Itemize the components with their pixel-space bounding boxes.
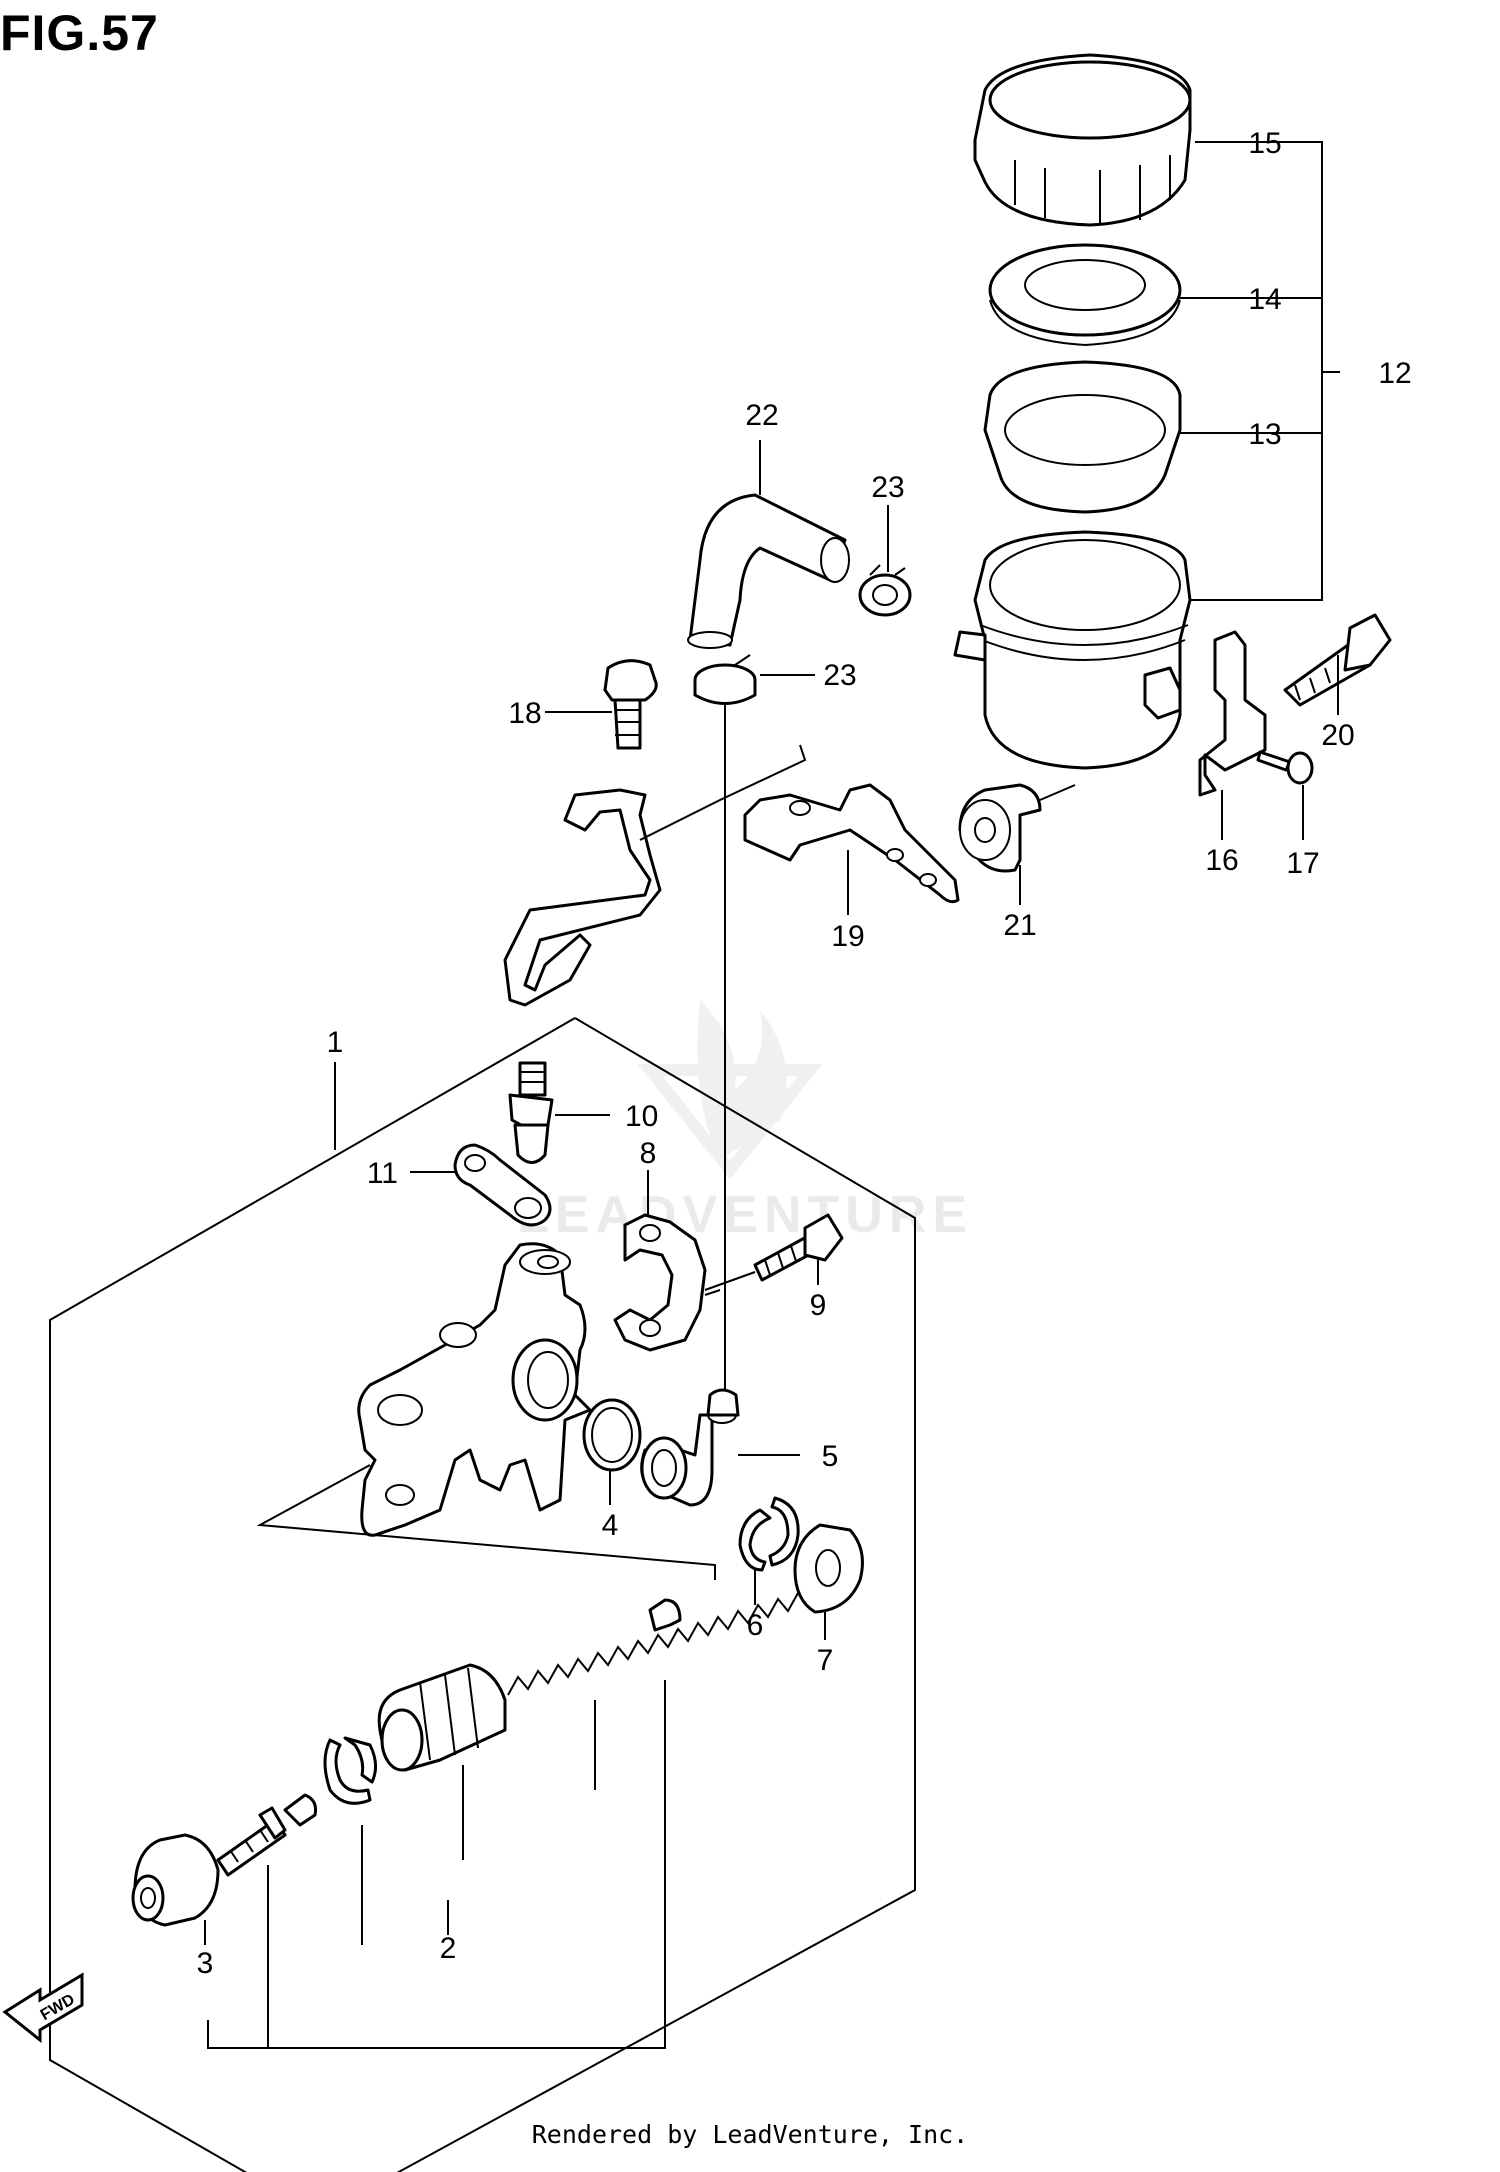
callout-23-lower: 23: [823, 659, 856, 692]
callout-7: 7: [817, 1644, 834, 1677]
callout-21: 21: [1003, 909, 1036, 942]
callout-11: 11: [367, 1157, 398, 1190]
bleeder-valve-part-10: [508, 1061, 554, 1164]
footer-credit: Rendered by LeadVenture, Inc.: [531, 2120, 969, 2149]
callout-18: 18: [508, 697, 541, 730]
wire-guide: [503, 788, 662, 1007]
callout-17: 17: [1286, 847, 1319, 880]
callout-20: 20: [1321, 719, 1354, 752]
diaphragm-plate-part-14: [988, 243, 1182, 347]
callout-2: 2: [440, 1932, 457, 1965]
callout-12: 12: [1378, 357, 1411, 390]
bolt-part-20: [1283, 613, 1392, 707]
guide-line-18: [639, 744, 807, 841]
assembly-outline-1: [49, 1017, 576, 2172]
hose-clip-part-23-lower: [693, 654, 757, 705]
dust-boot-part-3: [131, 1833, 220, 1927]
union-fitting-part-5: [640, 1388, 740, 1507]
plate-part-11: [453, 1143, 552, 1227]
callout-22: 22: [745, 399, 778, 432]
callout-14: 14: [1248, 283, 1281, 316]
bolt-part-18: [603, 659, 658, 750]
spring: [507, 1592, 799, 1696]
callout-1: 1: [327, 1026, 344, 1059]
callout-9: 9: [810, 1289, 827, 1322]
snap-ring-piston: [323, 1736, 377, 1805]
guide-line-8: [704, 1289, 721, 1296]
fwd-arrow-icon: [2, 1972, 84, 2044]
collar-part-21: [958, 783, 1042, 873]
callout-3: 3: [197, 1947, 214, 1980]
push-rod: [216, 1793, 317, 1877]
callout-19: 19: [831, 920, 864, 953]
clamp-part-8: [613, 1213, 707, 1352]
callout-10: 10: [625, 1100, 658, 1133]
callout-8: 8: [640, 1137, 657, 1170]
bolt-part-9: [753, 1213, 844, 1282]
callout-23-upper: 23: [871, 471, 904, 504]
bracket-2: [207, 1680, 666, 2049]
holder-part-19: [743, 783, 960, 904]
callout-15: 15: [1248, 127, 1281, 160]
snap-ring-part-6: [738, 1496, 800, 1572]
callout-6: 6: [747, 1609, 764, 1642]
piston: [377, 1663, 507, 1772]
hose-part-22: [687, 493, 850, 649]
reservoir-cap-part-15: [973, 53, 1192, 227]
boot-part-7: [793, 1523, 864, 1614]
clamp-bracket-part-16: [1143, 630, 1267, 797]
callout-16: 16: [1205, 844, 1238, 877]
screw-part-17: [1256, 750, 1314, 785]
assembly-outline-1-right: [396, 1017, 916, 2172]
figure-title: FIG.57: [0, 5, 159, 61]
guide-21: [1039, 784, 1076, 801]
bracket-12: [1180, 141, 1323, 601]
hose-clip-part-23-upper: [858, 564, 912, 617]
master-cylinder-body: [357, 1242, 592, 1537]
callout-13: 13: [1248, 418, 1281, 451]
fwd-direction-badge: FWD: [2, 1972, 84, 2044]
guide-9: [704, 1271, 756, 1291]
callout-4: 4: [602, 1509, 619, 1542]
o-ring-part-4: [582, 1398, 642, 1472]
reservoir-tank: [953, 530, 1192, 770]
callout-5: 5: [822, 1440, 839, 1473]
diaphragm-part-13: [983, 360, 1182, 514]
guide-line-body: [256, 1464, 716, 1580]
